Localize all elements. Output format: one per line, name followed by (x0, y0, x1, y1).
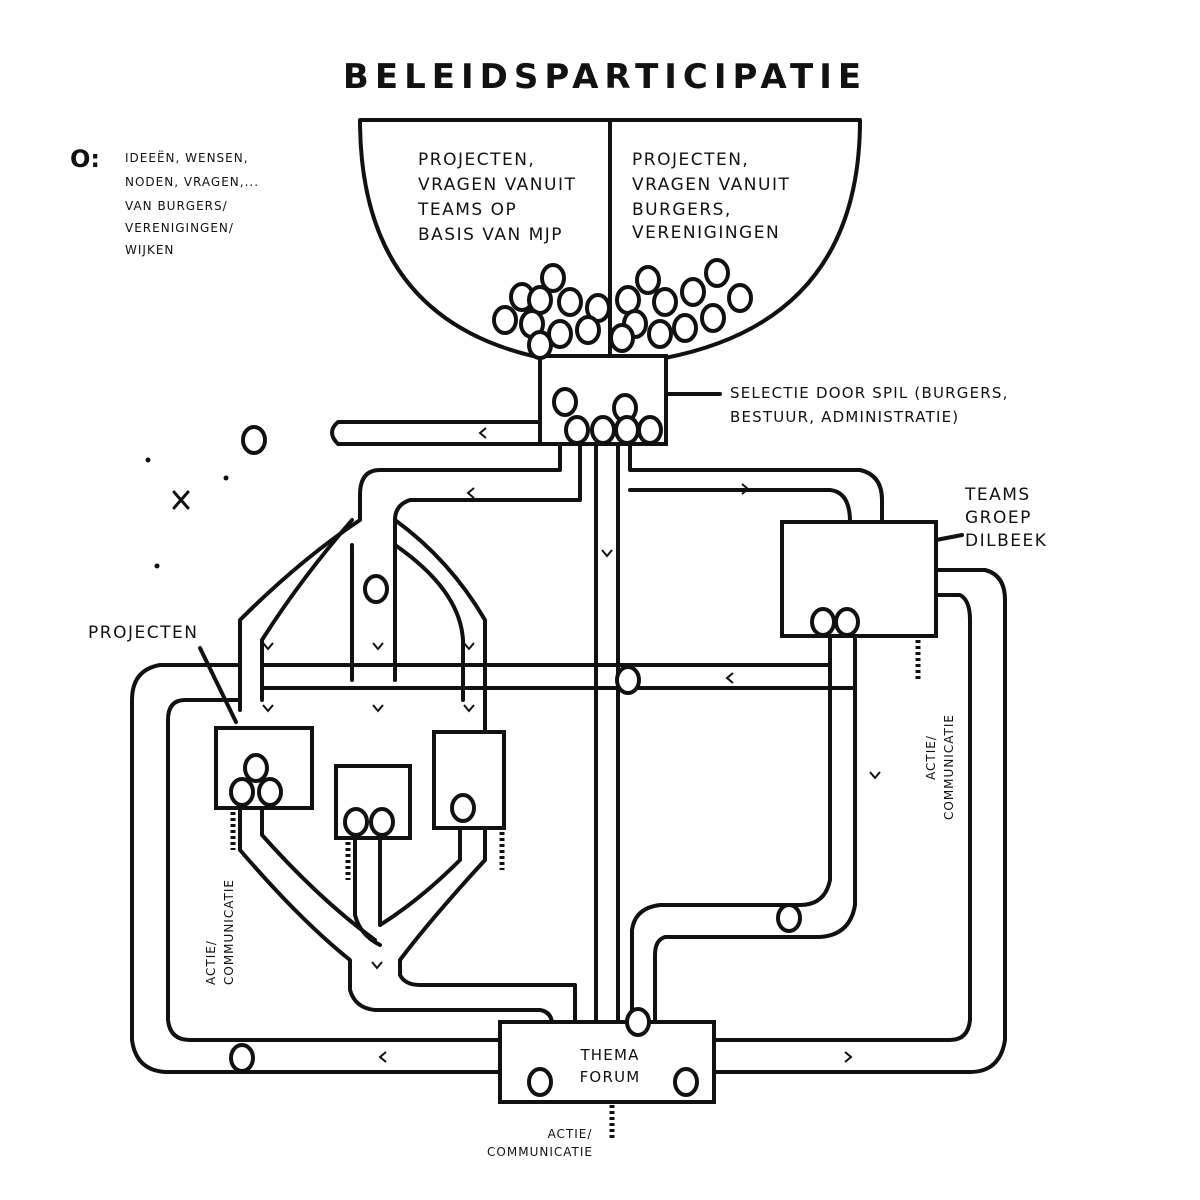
scatter-marks (145, 457, 229, 569)
funnel-right-line-4: VERENIGINGEN (632, 223, 780, 243)
pipes (130, 420, 1007, 1074)
diagram-title: BELEIDSPARTICIPATIE (343, 57, 867, 97)
projecten-label: PROJECTEN (88, 623, 198, 643)
actie-right-line-2: COMMUNICATIE (942, 714, 956, 820)
funnel-right-line-2: VRAGEN VANUIT (632, 175, 790, 195)
legend-line-4: VERENIGINGEN/ (125, 221, 234, 235)
funnel-left-line-3: TEAMS OP (417, 200, 517, 220)
funnel-right-line-3: BURGERS, (632, 200, 732, 220)
actie-right: ACTIE/ COMMUNICATIE (924, 714, 956, 820)
idea-balls (229, 258, 860, 1097)
actie-bottom-line-1: ACTIE/ (548, 1127, 593, 1141)
funnel: PROJECTEN, VRAGEN VANUIT TEAMS OP BASIS … (358, 118, 862, 360)
teams-line-2: GROEP (965, 508, 1032, 528)
flow-chevrons (262, 427, 881, 1063)
legend-line-5: WIJKEN (125, 243, 174, 257)
actie-right-line-1: ACTIE/ (924, 735, 938, 780)
project-boxes: PROJECTEN (88, 623, 506, 880)
actie-bottom-line-2: COMMUNICATIE (487, 1145, 593, 1159)
teams-line-1: TEAMS (964, 485, 1031, 505)
forum-line-1: THEMA (579, 1046, 639, 1064)
teams-box: TEAMS GROEP DILBEEK (780, 485, 1047, 680)
legend: O: IDEEËN, WENSEN, NODEN, VRAGEN,... VAN… (70, 145, 259, 257)
legend-symbol: O: (70, 145, 100, 173)
actie-left-line-2: COMMUNICATIE (222, 879, 236, 985)
funnel-right-line-1: PROJECTEN, (632, 150, 749, 170)
funnel-left-line-2: VRAGEN VANUIT (418, 175, 576, 195)
selection-line-1: SELECTIE DOOR SPIL (BURGERS, (730, 384, 1009, 402)
funnel-left-line-1: PROJECTEN, (418, 150, 535, 170)
actie-left: ACTIE/ COMMUNICATIE (204, 879, 236, 985)
teams-line-3: DILBEEK (965, 531, 1047, 551)
legend-line-2: NODEN, VRAGEN,... (125, 175, 259, 189)
funnel-left-line-4: BASIS VAN MJP (418, 225, 563, 245)
legend-line-1: IDEEËN, WENSEN, (125, 150, 249, 165)
actie-left-line-1: ACTIE/ (204, 940, 218, 985)
forum-line-2: FORUM (580, 1068, 641, 1086)
legend-line-3: VAN BURGERS/ (125, 199, 228, 213)
selection-line-2: BESTUUR, ADMINISTRATIE) (730, 408, 959, 426)
